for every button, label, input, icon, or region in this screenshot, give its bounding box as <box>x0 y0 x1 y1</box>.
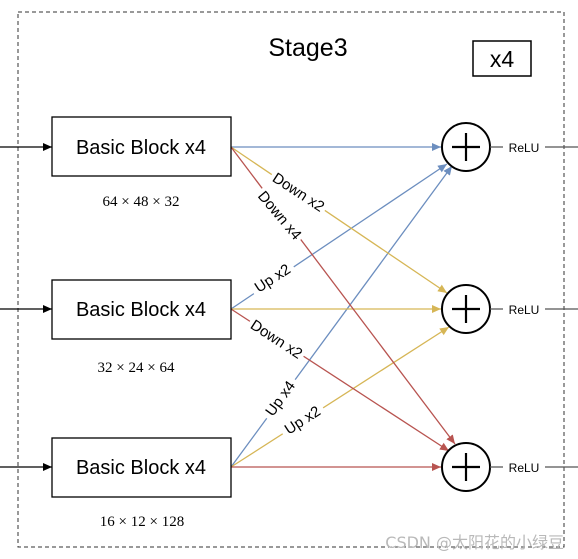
stage-title: Stage3 <box>268 34 347 62</box>
svg-text:Up x4: Up x4 <box>262 378 299 420</box>
basic-block-1: Basic Block x4 <box>51 116 232 177</box>
relu-label-3: ReLU <box>509 461 540 475</box>
edge-b1-to-s2 <box>230 146 448 294</box>
basic-block-2-label: Basic Block x4 <box>76 299 206 321</box>
relu-label-1: ReLU <box>509 141 540 155</box>
sum-node-1 <box>441 122 491 172</box>
basic-block-1-dims: 64 × 48 × 32 <box>103 194 180 210</box>
relu-label-2: ReLU <box>509 303 540 317</box>
edge-b3-to-s2 <box>230 326 450 468</box>
basic-block-2-dims: 32 × 24 × 64 <box>98 360 175 376</box>
basic-block-3: Basic Block x4 <box>51 437 232 498</box>
edge-b3-to-s1 <box>230 165 453 468</box>
svg-text:Down x2: Down x2 <box>247 317 305 363</box>
stage-frame <box>17 11 565 548</box>
repeat-badge-box <box>472 40 532 77</box>
basic-block-3-label: Basic Block x4 <box>76 457 206 479</box>
svg-text:Up x2: Up x2 <box>282 403 324 439</box>
svg-text:Up x2: Up x2 <box>252 261 294 297</box>
repeat-badge-label: x4 <box>490 46 515 72</box>
edge-label-b2-up-x2: Up x2 <box>247 257 298 299</box>
edge-label-b2-down-x2: Down x2 <box>244 314 309 365</box>
sum-node-3 <box>441 442 491 492</box>
sum-node-2 <box>441 284 491 334</box>
basic-block-3-dims: 16 × 12 × 128 <box>100 514 184 530</box>
watermark: CSDN @太阳花的小绿豆 <box>385 533 564 552</box>
basic-block-2: Basic Block x4 <box>51 279 232 340</box>
basic-block-1-label: Basic Block x4 <box>76 137 206 159</box>
